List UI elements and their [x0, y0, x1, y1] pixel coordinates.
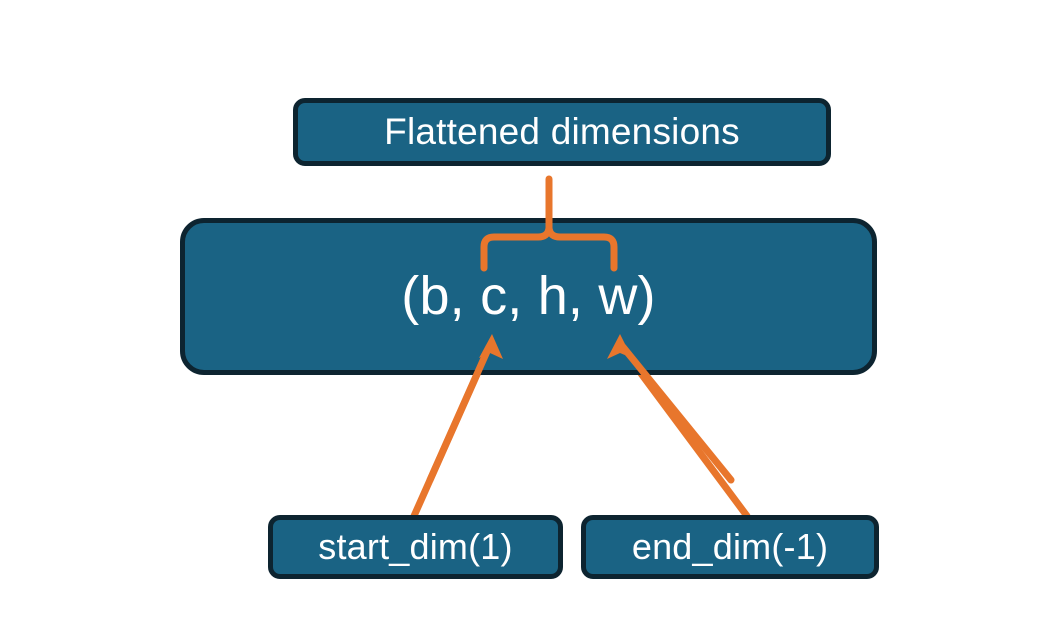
tensor-shape-label: (b, c, h, w) — [401, 266, 656, 326]
flattened-dimensions-node[interactable]: Flattened dimensions — [293, 98, 831, 166]
end-dim-node[interactable]: end_dim(-1) — [581, 515, 879, 579]
end-dim-label: end_dim(-1) — [631, 526, 829, 567]
start-dim-node[interactable]: start_dim(1) — [268, 515, 563, 579]
tensor-shape-node[interactable]: (b, c, h, w) — [180, 218, 877, 375]
flattened-dimensions-label: Flattened dimensions — [384, 111, 740, 152]
start-dim-label: start_dim(1) — [318, 526, 513, 567]
